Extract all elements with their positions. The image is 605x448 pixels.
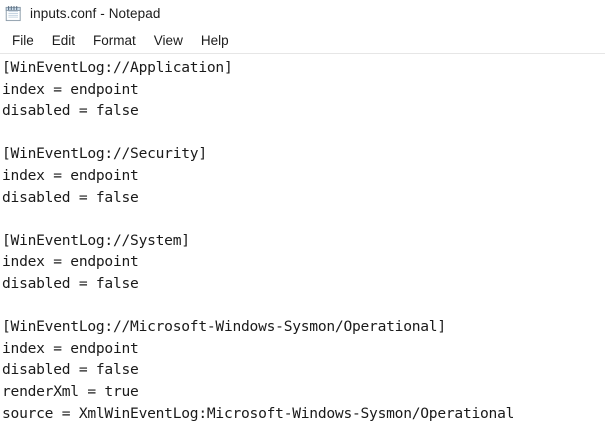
menu-item-edit[interactable]: Edit <box>51 32 76 48</box>
title-bar: inputs.conf - Notepad <box>0 0 605 27</box>
menu-item-file[interactable]: File <box>12 32 34 48</box>
menu-item-format[interactable]: Format <box>93 32 136 48</box>
notepad-icon <box>5 5 21 22</box>
text-line: disabled = false <box>2 188 139 206</box>
menu-bar: File Edit Format View Help <box>0 27 605 54</box>
text-line: [WinEventLog://Application] <box>2 59 233 76</box>
text-line: index = endpoint <box>2 339 139 357</box>
text-line: disabled = false <box>2 274 139 292</box>
text-line: disabled = false <box>2 361 139 379</box>
text-line-blank <box>2 208 605 230</box>
text-line: index = endpoint <box>2 80 139 98</box>
text-line: disabled = false <box>2 102 139 120</box>
text-line: [WinEventLog://Security] <box>2 145 207 163</box>
text-editor-area[interactable]: [WinEventLog://Application] index = endp… <box>0 54 605 448</box>
text-line: index = endpoint <box>2 166 139 184</box>
text-line: index = endpoint <box>2 253 139 271</box>
window-title: inputs.conf - Notepad <box>30 6 161 21</box>
menu-item-view[interactable]: View <box>153 32 183 48</box>
text-line: [WinEventLog://Microsoft-Windows-Sysmon/… <box>2 318 446 336</box>
text-line: source = XmlWinEventLog:Microsoft-Window… <box>2 404 515 422</box>
text-line: [WinEventLog://System] <box>2 231 190 249</box>
text-line-blank <box>2 122 605 144</box>
menu-item-help[interactable]: Help <box>200 32 229 48</box>
text-line-blank <box>2 295 605 317</box>
text-line: renderXml = true <box>2 382 139 400</box>
